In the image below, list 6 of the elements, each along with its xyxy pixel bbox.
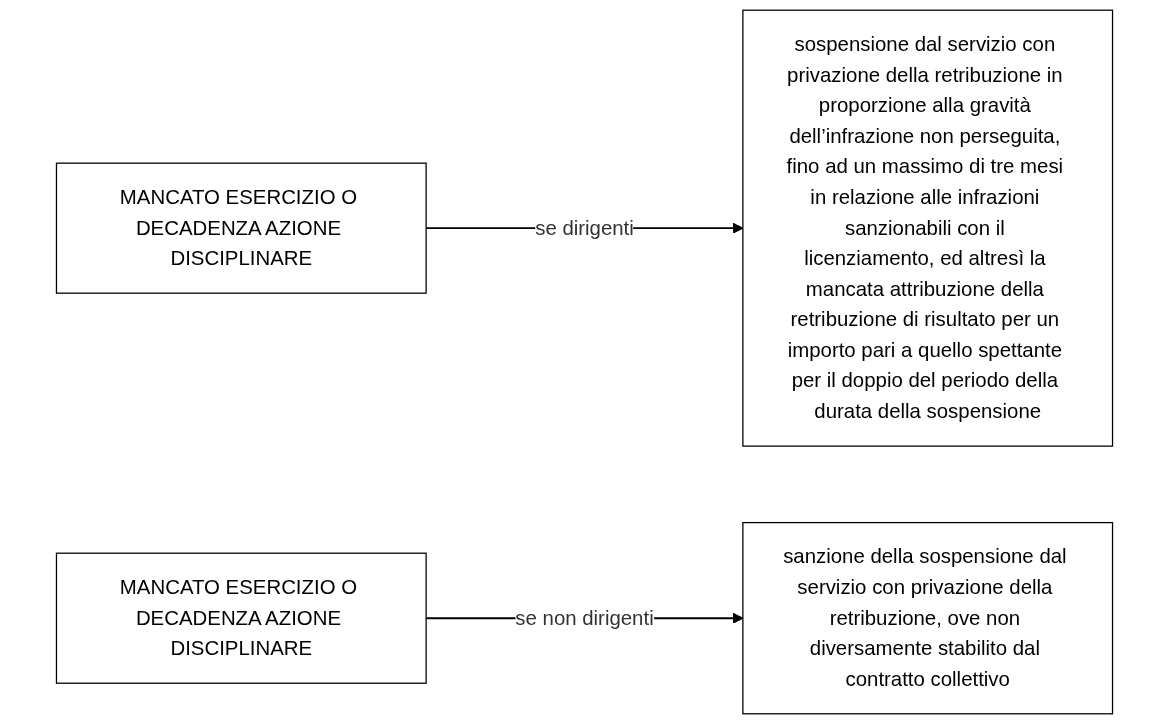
node-box: sanzione della sospensione dal servizio con privazione della retribuzione, ove non diversamente stabilito dal contratto collettivo	[742, 521, 1114, 715]
node-box: sospensione dal servizio con privazione della retribuzione in proporzione alla gravità dell’infrazione non perseguita, fino ad un massimo di tre mesi in relazione alle infrazioni sanzionabili con il licenziamento, ed altresì la mancata attribuzione della retribuzione di risultato per un importo pari a quello spettante per il doppio del periodo della durata della sospensione	[742, 9, 1114, 447]
node-box: MANCATO ESERCIZIO O DECADENZA AZIONE DISCIPLINARE	[55, 552, 427, 684]
edge-label: se non dirigenti	[515, 606, 654, 629]
node-box: MANCATO ESERCIZIO O DECADENZA AZIONE DISCIPLINARE	[55, 162, 427, 294]
edge-label: se dirigenti	[535, 216, 634, 239]
